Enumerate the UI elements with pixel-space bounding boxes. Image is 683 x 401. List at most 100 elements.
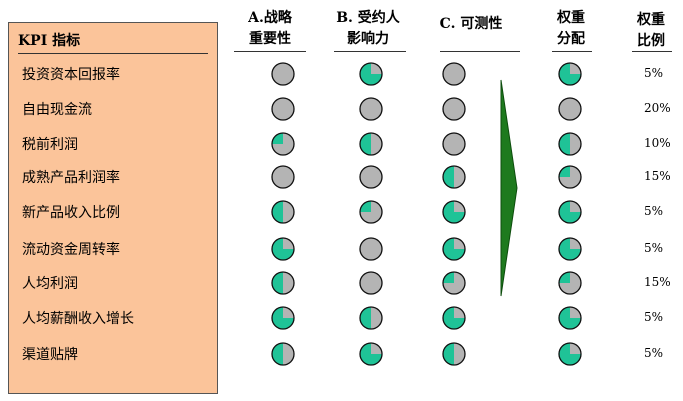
column-header-line: C. 可测性 (439, 16, 503, 32)
kpi-label: 人均薪酬收入增长 (22, 311, 134, 327)
harvey-ball-fill (360, 343, 382, 365)
weight-percentage: 5% (644, 66, 664, 80)
harvey-ball-a (271, 97, 295, 121)
harvey-ball-fill (443, 201, 465, 223)
column-header-line: 分配 (557, 31, 585, 47)
harvey-ball-b (359, 237, 383, 261)
harvey-ball-c (442, 306, 466, 330)
harvey-ball-b (359, 200, 383, 224)
column-header-line: 影响力 (347, 31, 389, 47)
harvey-ball-fill (443, 238, 465, 260)
column-header-line: 重要性 (249, 31, 291, 47)
harvey-ball-c (442, 342, 466, 366)
harvey-ball-a (271, 165, 295, 189)
harvey-ball-a (271, 132, 295, 156)
harvey-ball-fill (559, 63, 581, 85)
kpi-header-underline (18, 53, 208, 54)
harvey-ball-fill (559, 307, 581, 329)
harvey-ball-c (442, 132, 466, 156)
kpi-label: 投资资本回报率 (22, 67, 120, 83)
harvey-ball-a (271, 271, 295, 295)
column-underline (632, 51, 672, 52)
column-header-line: 权重 (557, 10, 585, 26)
harvey-ball-fill (559, 133, 570, 155)
weight-percentage: 15% (644, 275, 671, 289)
harvey-ball-b (359, 342, 383, 366)
weight-percentage: 10% (644, 136, 671, 150)
harvey-ball-b (359, 97, 383, 121)
harvey-ball-b (359, 271, 383, 295)
harvey-ball-fill (559, 272, 570, 283)
harvey-ball-fill (272, 307, 294, 329)
harvey-ball-a (271, 342, 295, 366)
harvey-ball-c (442, 62, 466, 86)
weight-percentage: 5% (644, 346, 664, 360)
weight-percentage: 5% (644, 310, 664, 324)
kpi-label: 渠道贴牌 (22, 347, 78, 363)
column-header-weight-allocation: 权重 分配 (546, 8, 596, 50)
kpi-panel (8, 22, 218, 394)
column-header-influence: B. 受约人 影响力 (320, 8, 416, 50)
column-header-strategic: A.战略 重要性 (232, 8, 308, 50)
harvey-ball-w (558, 165, 582, 189)
kpi-label: 税前利润 (22, 137, 78, 153)
harvey-ball-fill (272, 343, 283, 365)
harvey-ball-a (271, 62, 295, 86)
harvey-ball-fill (559, 201, 581, 223)
harvey-ball-w (558, 306, 582, 330)
kpi-label: 新产品收入比例 (22, 205, 120, 221)
column-header-line: A.战略 (248, 10, 292, 26)
harvey-ball-fill (559, 166, 570, 177)
harvey-ball-fill (360, 307, 371, 329)
weight-percentage: 5% (644, 204, 664, 218)
kpi-label: 自由现金流 (22, 102, 92, 118)
column-underline (234, 51, 306, 52)
harvey-ball-w (558, 200, 582, 224)
harvey-ball-b (359, 165, 383, 189)
harvey-ball-fill (443, 272, 454, 283)
column-header-measurability: C. 可测性 (426, 14, 516, 35)
kpi-label: 成熟产品利润率 (22, 170, 120, 186)
harvey-ball-w (558, 132, 582, 156)
column-header-line: 比例 (637, 33, 665, 49)
harvey-ball-fill (443, 307, 465, 329)
harvey-ball-fill (272, 133, 283, 144)
arrow-icon (500, 79, 518, 297)
harvey-ball-a (271, 306, 295, 330)
harvey-ball-b (359, 132, 383, 156)
harvey-ball-b (359, 306, 383, 330)
weight-percentage: 20% (644, 101, 671, 115)
harvey-ball-fill (360, 133, 371, 155)
harvey-ball-w (558, 342, 582, 366)
harvey-ball-a (271, 237, 295, 261)
harvey-ball-fill (272, 238, 294, 260)
harvey-ball-fill (443, 343, 454, 365)
kpi-label: 人均利润 (22, 276, 78, 292)
column-header-line: 权重 (637, 12, 665, 28)
harvey-ball-c (442, 165, 466, 189)
column-underline (552, 51, 592, 52)
harvey-ball-fill (559, 238, 581, 260)
harvey-ball-c (442, 237, 466, 261)
harvey-ball-fill (360, 63, 382, 85)
harvey-ball-c (442, 97, 466, 121)
column-header-weight-ratio: 权重 比例 (626, 10, 676, 52)
harvey-ball-fill (559, 343, 581, 365)
column-header-line: B. 受约人 (336, 10, 400, 26)
harvey-ball-w (558, 97, 582, 121)
harvey-ball-c (442, 271, 466, 295)
harvey-ball-c (442, 200, 466, 224)
kpi-label: 流动资金周转率 (22, 242, 120, 258)
weight-percentage: 15% (644, 169, 671, 183)
harvey-ball-w (558, 271, 582, 295)
harvey-ball-w (558, 62, 582, 86)
harvey-ball-fill (272, 272, 283, 294)
harvey-ball-w (558, 237, 582, 261)
harvey-ball-fill (443, 166, 454, 188)
weight-percentage: 5% (644, 241, 664, 255)
harvey-ball-fill (360, 201, 371, 212)
harvey-ball-fill (272, 201, 283, 223)
column-underline (334, 51, 406, 52)
